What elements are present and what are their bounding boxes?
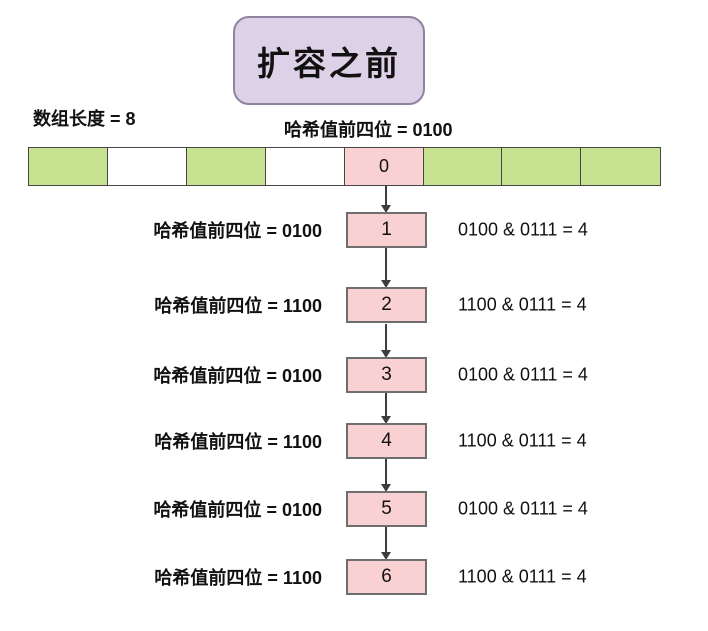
array-length-label: 数组长度 = 8 xyxy=(33,109,136,129)
hash-prefix-label: 哈希值前四位 = 0100 xyxy=(153,366,322,386)
arrow-down-icon xyxy=(385,248,387,280)
chain-row: 哈希值前四位 = 1100 2 1100 & 0111 = 4 xyxy=(0,287,708,323)
array-cell-3 xyxy=(264,147,346,186)
array-cell-1 xyxy=(106,147,188,186)
node-value: 4 xyxy=(381,430,392,451)
title-box: 扩容之前 xyxy=(233,16,425,105)
arrow-down-icon xyxy=(385,527,387,552)
and-operation-label: 0100 & 0111 = 4 xyxy=(458,498,588,519)
arrow-down-icon xyxy=(385,186,387,205)
and-operation-label: 1100 & 0111 = 4 xyxy=(458,430,587,451)
array-cell-2 xyxy=(185,147,267,186)
arrow-down-icon xyxy=(385,393,387,416)
node-box: 5 xyxy=(346,491,427,527)
hash-prefix-label: 哈希值前四位 = 1100 xyxy=(154,568,322,588)
array-cell-5 xyxy=(422,147,504,186)
arrow-down-icon xyxy=(385,459,387,484)
node-box: 6 xyxy=(346,559,427,595)
array-cell-7 xyxy=(580,147,662,186)
node-box: 3 xyxy=(346,357,427,393)
node-value: 1 xyxy=(381,219,392,240)
chain-row: 哈希值前四位 = 1100 6 1100 & 0111 = 4 xyxy=(0,559,708,595)
hash-prefix-label: 哈希值前四位 = 0100 xyxy=(153,221,322,241)
node-box: 2 xyxy=(346,287,427,323)
node-value: 6 xyxy=(381,566,392,587)
chain-row: 哈希值前四位 = 0100 5 0100 & 0111 = 4 xyxy=(0,491,708,527)
array-cell-4: 0 xyxy=(343,147,425,186)
chain-row: 哈希值前四位 = 0100 3 0100 & 0111 = 4 xyxy=(0,357,708,393)
bucket-array: 0 xyxy=(28,147,662,186)
node-box: 4 xyxy=(346,423,427,459)
node-value: 2 xyxy=(381,294,392,315)
node-box: 1 xyxy=(346,212,427,248)
title-text: 扩容之前 xyxy=(257,44,401,82)
chain-row: 哈希值前四位 = 0100 1 0100 & 0111 = 4 xyxy=(0,212,708,248)
hash-prefix-label-top: 哈希值前四位 = 0100 xyxy=(284,120,453,140)
and-operation-label: 1100 & 0111 = 4 xyxy=(458,566,587,587)
hash-prefix-label: 哈希值前四位 = 1100 xyxy=(154,296,322,316)
array-cell-value: 0 xyxy=(378,156,389,176)
chain-row: 哈希值前四位 = 1100 4 1100 & 0111 = 4 xyxy=(0,423,708,459)
and-operation-label: 0100 & 0111 = 4 xyxy=(458,219,588,240)
node-value: 3 xyxy=(381,364,392,385)
hash-prefix-label: 哈希值前四位 = 0100 xyxy=(153,500,322,520)
array-cell-0 xyxy=(28,147,109,186)
node-value: 5 xyxy=(381,498,392,519)
hash-prefix-label: 哈希值前四位 = 1100 xyxy=(154,432,322,452)
and-operation-label: 0100 & 0111 = 4 xyxy=(458,364,588,385)
and-operation-label: 1100 & 0111 = 4 xyxy=(458,294,587,315)
array-cell-6 xyxy=(501,147,583,186)
arrow-down-icon xyxy=(385,324,387,350)
